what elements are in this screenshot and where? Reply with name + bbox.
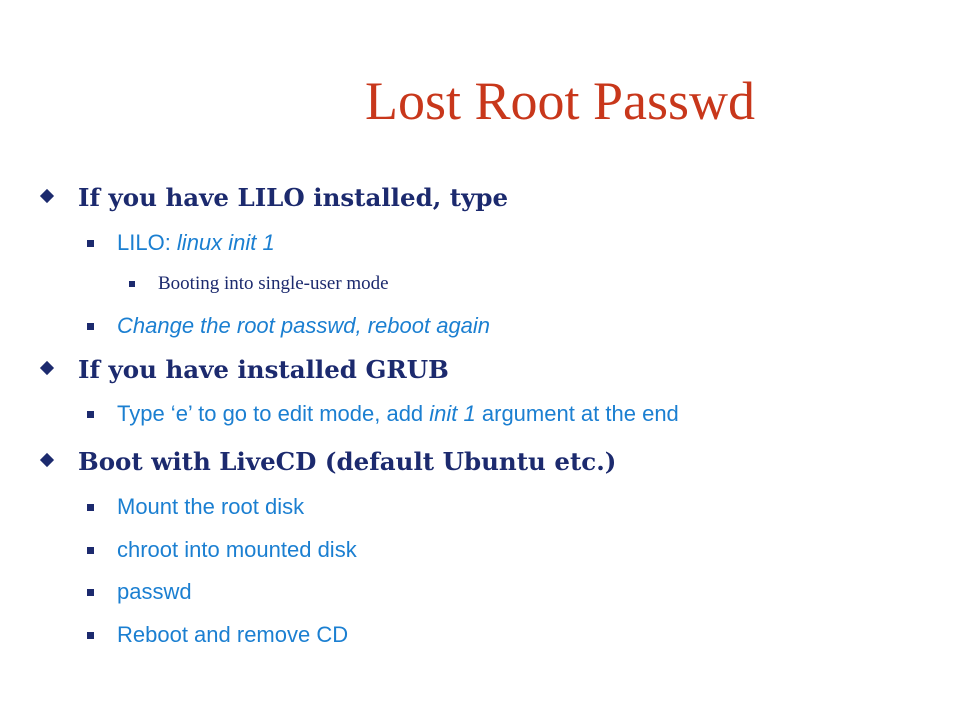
bullet-lilo-text: If you have LILO installed, type <box>78 183 509 212</box>
bullet-livecd: Boot with LiveCD (default Ubuntu etc.) <box>39 445 617 479</box>
livecd-step: chroot into mounted disk <box>87 535 357 565</box>
livecd-step: passwd <box>87 577 192 607</box>
single-user-note: Booting into single-user mode <box>158 273 389 294</box>
diamond-bullet-icon <box>39 360 55 376</box>
sub-bullet-lilo-cmd: LILO: linux init 1 <box>87 228 275 258</box>
square-bullet-icon <box>87 411 94 418</box>
sub-bullet-grub-step: Type ‘e’ to go to edit mode, add init 1 … <box>87 399 679 429</box>
grub-step-suffix: argument at the end <box>475 401 679 426</box>
bullet-grub: If you have installed GRUB <box>39 353 449 387</box>
bullet-lilo: If you have LILO installed, type <box>39 181 509 215</box>
slide-title: Lost Root Passwd <box>364 71 756 131</box>
bullet-livecd-text: Boot with LiveCD (default Ubuntu etc.) <box>78 447 617 476</box>
grub-step-em: init 1 <box>429 401 476 426</box>
livecd-step-text: chroot into mounted disk <box>117 537 357 562</box>
diamond-bullet-icon <box>39 188 55 204</box>
square-bullet-icon <box>87 632 94 639</box>
square-bullet-icon <box>129 281 135 287</box>
livecd-step: Reboot and remove CD <box>87 620 349 650</box>
bullet-grub-text: If you have installed GRUB <box>78 355 449 384</box>
lilo-cmd-prefix: LILO: <box>117 230 177 255</box>
livecd-step-text: passwd <box>117 579 192 604</box>
square-bullet-icon <box>87 547 94 554</box>
livecd-step-text: Mount the root disk <box>117 494 305 519</box>
lilo-cmd: linux init 1 <box>176 230 275 255</box>
diamond-bullet-icon <box>39 452 55 468</box>
change-passwd-text: Change the root passwd, reboot again <box>117 313 491 338</box>
livecd-step-text: Reboot and remove CD <box>117 622 349 647</box>
square-bullet-icon <box>87 240 94 247</box>
square-bullet-icon <box>87 504 94 511</box>
square-bullet-icon <box>87 589 94 596</box>
square-bullet-icon <box>87 323 94 330</box>
livecd-step: Mount the root disk <box>87 492 305 522</box>
sub-sub-bullet-single-user: Booting into single-user mode <box>129 270 389 298</box>
sub-bullet-change-passwd: Change the root passwd, reboot again <box>87 311 491 341</box>
grub-step-prefix: Type ‘e’ to go to edit mode, add <box>117 401 430 426</box>
